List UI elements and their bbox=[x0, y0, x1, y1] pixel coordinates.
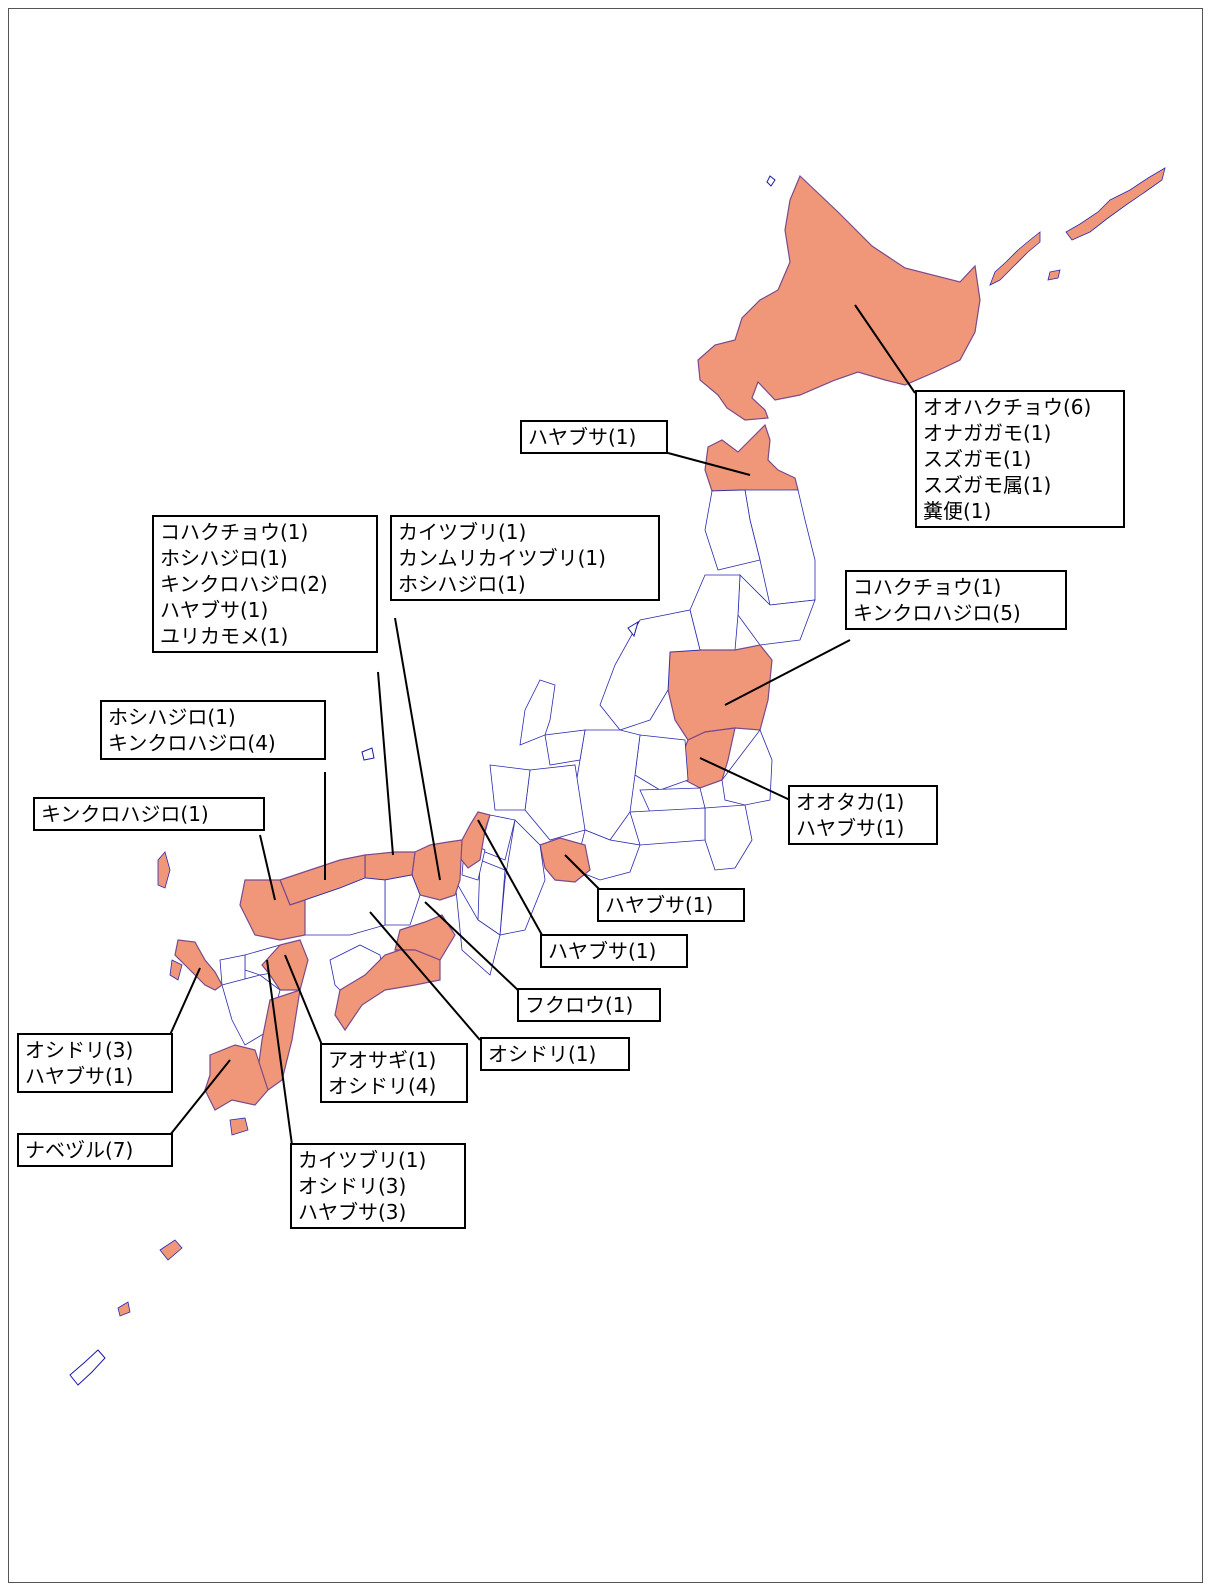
region-akita bbox=[704, 489, 761, 571]
label-tochigi: オオタカ(1) ハヤブサ(1) bbox=[788, 785, 938, 845]
label-kyoto: ハヤブサ(1) bbox=[540, 934, 688, 968]
leader-kagoshima bbox=[169, 1059, 231, 1136]
label-line: 糞便(1) bbox=[923, 499, 992, 523]
region-hiroshima bbox=[304, 877, 386, 936]
region-oita bbox=[261, 939, 309, 991]
label-line: ハヤブサ(1) bbox=[548, 939, 657, 963]
region-hokkaido bbox=[697, 174, 981, 421]
label-tokushima: フクロウ(1) bbox=[517, 988, 661, 1022]
region-miyazaki bbox=[257, 989, 301, 1091]
region-sado bbox=[627, 620, 639, 638]
region-fukui bbox=[489, 764, 531, 811]
label-line: キンクロハジロ(1) bbox=[41, 802, 209, 826]
label-line: フクロウ(1) bbox=[525, 993, 634, 1017]
region-amami bbox=[159, 1239, 183, 1261]
region-yamaguchi bbox=[239, 879, 306, 941]
region-yakushima bbox=[229, 1117, 249, 1136]
label-line: オシドリ(3) bbox=[25, 1038, 134, 1062]
leader-yamaguchi bbox=[259, 834, 276, 901]
region-tokyo bbox=[629, 807, 706, 846]
label-line: コハクチョウ(1) bbox=[853, 575, 1002, 599]
label-line: アオサギ(1) bbox=[328, 1048, 437, 1072]
label-aichi: ハヤブサ(1) bbox=[597, 888, 745, 922]
leader-hyogo bbox=[394, 617, 441, 881]
leader-hokkaido bbox=[854, 304, 916, 394]
label-aomori: ハヤブサ(1) bbox=[520, 420, 668, 454]
label-line: カイツブリ(1) bbox=[298, 1148, 427, 1172]
label-line: カンムリカイツブリ(1) bbox=[398, 546, 606, 570]
label-oita: アオサギ(1) オシドリ(4) bbox=[320, 1043, 468, 1103]
label-line: ホシハジロ(1) bbox=[160, 546, 288, 570]
region-mie bbox=[499, 819, 546, 936]
label-line: キンクロハジロ(4) bbox=[108, 731, 276, 755]
region-kyoto bbox=[459, 811, 491, 869]
label-line: キンクロハジロ(2) bbox=[160, 572, 328, 596]
leader-aomori bbox=[667, 452, 751, 476]
region-shikotan bbox=[1047, 269, 1061, 281]
label-line: ホシハジロ(1) bbox=[108, 705, 236, 729]
leader-tottori bbox=[377, 671, 394, 856]
leader-oita bbox=[284, 954, 323, 1046]
region-wakayama bbox=[454, 879, 501, 976]
region-ishikawa bbox=[519, 679, 556, 746]
region-tokunoshima bbox=[117, 1301, 131, 1317]
label-line: ハヤブサ(1) bbox=[796, 816, 905, 840]
leader-tokushima bbox=[424, 901, 521, 993]
region-goto-islands bbox=[169, 959, 183, 981]
label-hyogo: カイツブリ(1) カンムリカイツブリ(1) ホシハジロ(1) bbox=[390, 515, 660, 601]
region-toyama bbox=[544, 729, 586, 766]
label-shimane: ホシハジロ(1) キンクロハジロ(4) bbox=[100, 700, 326, 760]
leader-aichi bbox=[564, 854, 601, 891]
region-kuril-islands bbox=[1065, 167, 1166, 241]
label-line: ハヤブサ(1) bbox=[160, 598, 269, 622]
leader-miyazaki bbox=[266, 959, 293, 1146]
label-line: ナベヅル(7) bbox=[25, 1138, 134, 1162]
region-oki bbox=[361, 747, 375, 761]
map-frame bbox=[8, 8, 1203, 1583]
label-line: オナガガモ(1) bbox=[923, 421, 1052, 445]
label-yamaguchi: キンクロハジロ(1) bbox=[33, 797, 265, 831]
region-kochi bbox=[334, 949, 441, 1032]
label-line: ハヤブサ(1) bbox=[25, 1064, 134, 1088]
leader-kochi bbox=[369, 911, 481, 1041]
leader-tochigi bbox=[699, 757, 791, 801]
label-line: オオタカ(1) bbox=[796, 790, 905, 814]
label-hokkaido: オオハクチョウ(6) オナガガモ(1) スズガモ(1) スズガモ属(1) 糞便(… bbox=[915, 390, 1125, 528]
region-aichi bbox=[539, 837, 591, 883]
label-line: オシドリ(3) bbox=[298, 1174, 407, 1198]
region-kunashiri bbox=[989, 231, 1041, 286]
label-line: スズガモ属(1) bbox=[923, 473, 1052, 497]
region-kagoshima bbox=[204, 1044, 269, 1111]
region-tsushima bbox=[157, 851, 171, 889]
label-line: コハクチョウ(1) bbox=[160, 520, 309, 544]
label-miyazaki: カイツブリ(1) オシドリ(3) ハヤブサ(3) bbox=[290, 1143, 466, 1229]
label-line: オシドリ(1) bbox=[488, 1042, 597, 1066]
region-niigata bbox=[599, 609, 701, 731]
region-nagasaki bbox=[174, 939, 223, 991]
region-rebun bbox=[766, 175, 776, 187]
label-kagoshima: ナベヅル(7) bbox=[17, 1133, 173, 1167]
label-line: ユリカモメ(1) bbox=[160, 624, 289, 648]
region-okinawa bbox=[69, 1349, 106, 1386]
label-line: オシドリ(4) bbox=[328, 1074, 437, 1098]
label-line: ハヤブサ(1) bbox=[528, 425, 637, 449]
label-line: カイツブリ(1) bbox=[398, 520, 527, 544]
label-line: ハヤブサ(3) bbox=[298, 1200, 407, 1224]
label-line: オオハクチョウ(6) bbox=[923, 395, 1092, 419]
label-kochi: オシドリ(1) bbox=[480, 1037, 630, 1071]
label-line: ホシハジロ(1) bbox=[398, 572, 526, 596]
leader-kyoto bbox=[477, 819, 543, 936]
leader-nagasaki bbox=[169, 967, 201, 1036]
label-nagasaki: オシドリ(3) ハヤブサ(1) bbox=[17, 1033, 173, 1093]
label-line: キンクロハジロ(5) bbox=[853, 601, 1021, 625]
label-line: ハヤブサ(1) bbox=[605, 893, 714, 917]
label-tottori: コハクチョウ(1) ホシハジロ(1) キンクロハジロ(2) ハヤブサ(1) ユリ… bbox=[152, 515, 378, 653]
label-line: スズガモ(1) bbox=[923, 447, 1032, 471]
label-fukushima: コハクチョウ(1) キンクロハジロ(5) bbox=[845, 570, 1067, 630]
leader-fukushima bbox=[724, 639, 851, 706]
